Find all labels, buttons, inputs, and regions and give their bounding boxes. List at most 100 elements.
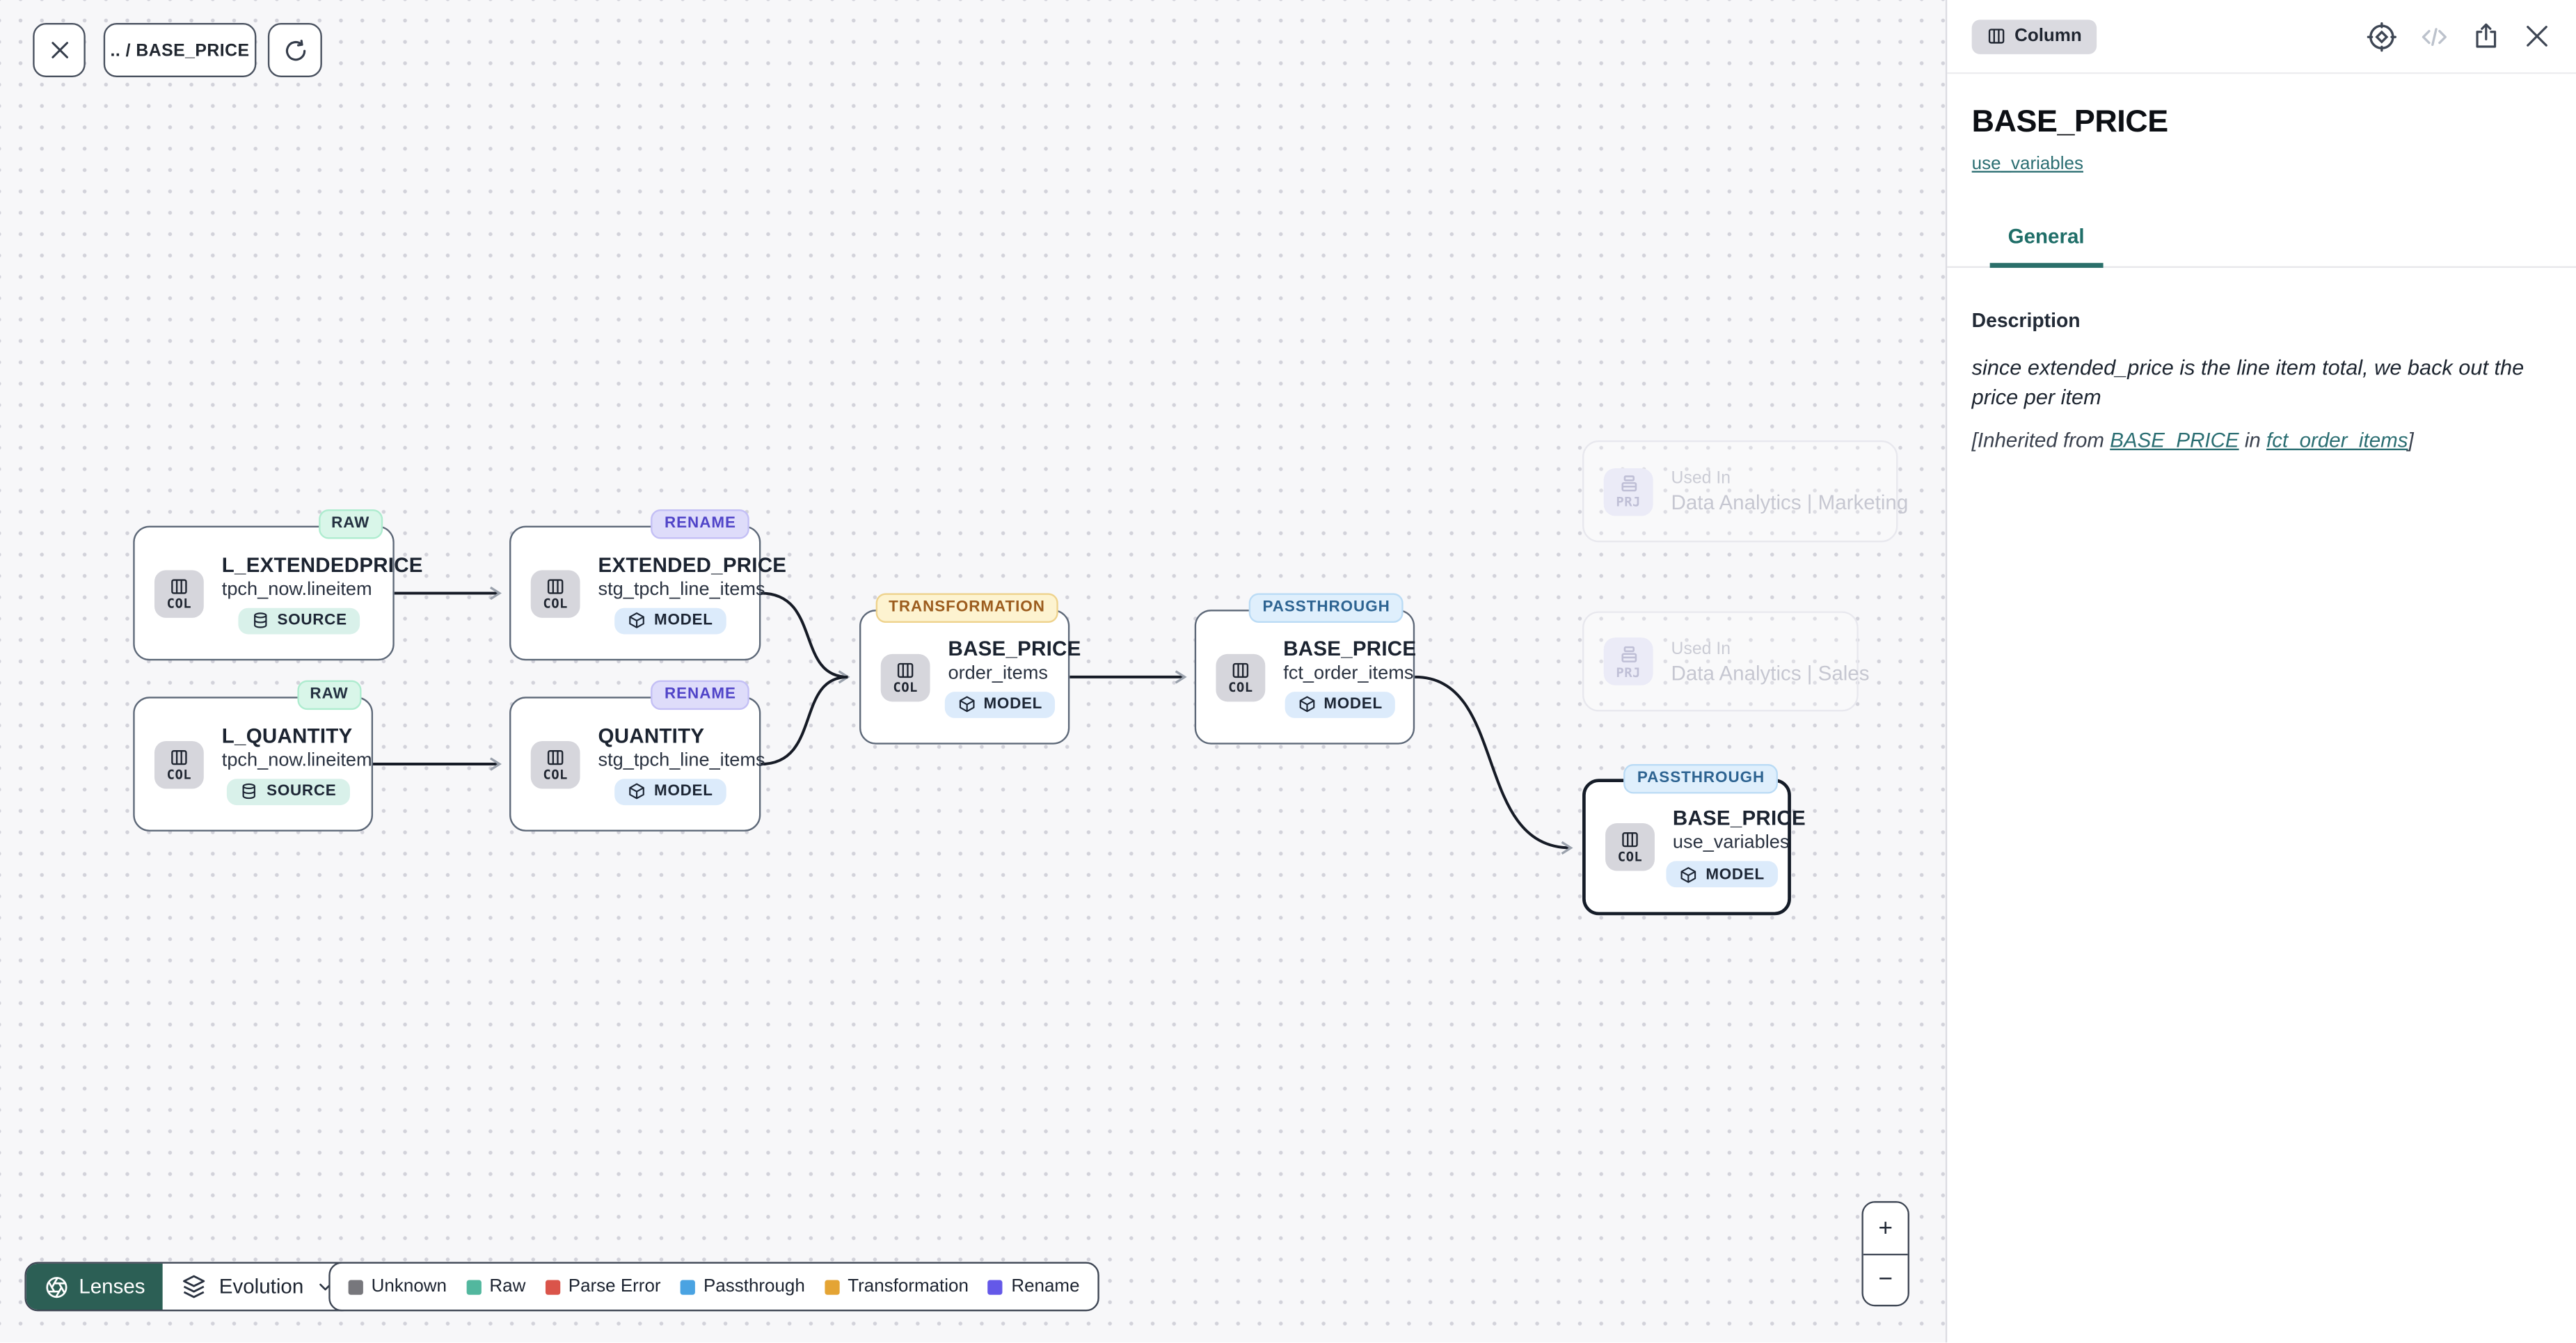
lineage-node[interactable]: TRANSFORMATION COL BASE_PRICE order_item… (859, 593, 1081, 745)
project-kind-badge: PRJ (1603, 467, 1653, 516)
column-title: BASE_PRICE (1971, 105, 2169, 140)
legend-item: Unknown (348, 1277, 447, 1296)
edge-type-tag: RENAME (651, 509, 749, 539)
description-label: Description (1971, 308, 2081, 333)
inherited-column-link[interactable]: BASE_PRICE (2110, 429, 2239, 452)
cube-icon (629, 783, 645, 800)
inherited-model-link[interactable]: fct_order_items (2266, 429, 2408, 452)
compass-icon (2367, 21, 2396, 51)
lineage-node[interactable]: RAW COL L_EXTENDEDPRICE tpch_now.lineite… (133, 509, 422, 661)
columns-icon (1622, 832, 1638, 848)
lineage-edge (761, 675, 848, 766)
used-in-label: Used In (1671, 638, 1731, 658)
legend-item: Parse Error (545, 1277, 661, 1296)
project-kind-badge: PRJ (1603, 637, 1653, 685)
columns-icon (171, 578, 187, 594)
model-link[interactable]: use_variables (1971, 154, 2083, 175)
lineage-edge (1415, 675, 1571, 848)
node-subtitle: fct_order_items (1283, 662, 1414, 683)
close-icon (51, 42, 67, 58)
inherited-prefix: [Inherited from (1971, 429, 2110, 452)
used-in-node[interactable]: PRJ Used In Data Analytics | Sales (1582, 611, 1869, 712)
cube-icon (629, 612, 645, 628)
zoom-out-button[interactable]: − (1863, 1254, 1908, 1305)
node-kind-pill: MODEL (944, 690, 1056, 717)
inherited-note: [Inherited from BASE_PRICE in fct_order_… (1972, 429, 2552, 452)
legend-swatch (825, 1279, 840, 1294)
node-title: EXTENDED_PRICE (598, 553, 787, 576)
view-code-button[interactable] (2419, 21, 2450, 52)
zoom-controls: + − (1861, 1201, 1909, 1307)
refresh-button[interactable] (267, 23, 322, 77)
node-kind-pill: SOURCE (227, 778, 350, 804)
stack-icon (1621, 645, 1637, 662)
legend-label: Passthrough (703, 1276, 805, 1297)
node-title: L_QUANTITY (221, 724, 353, 747)
tab-general[interactable]: General (1989, 225, 2103, 268)
node-title: BASE_PRICE (1672, 806, 1806, 830)
breadcrumb-label: .. / BASE_PRICE (110, 40, 250, 61)
lineage-node[interactable]: RENAME COL QUANTITY stg_tpch_line_items … (509, 680, 765, 832)
node-kind-pill: MODEL (1284, 690, 1396, 717)
cube-icon (1298, 696, 1314, 713)
lenses-button[interactable]: Lenses (26, 1263, 164, 1310)
column-kind-badge: COL (880, 653, 930, 701)
legend-item: Rename (988, 1276, 1080, 1297)
node-title: BASE_PRICE (1283, 637, 1417, 660)
description-text: since extended_price is the line item to… (1971, 355, 2525, 408)
edge-type-tag: RENAME (651, 680, 749, 709)
close-panel-button[interactable] (2522, 22, 2552, 51)
lens-select[interactable]: Evolution (163, 1263, 353, 1310)
edge-type-legend: Unknown Raw Parse Error Passthrough Tran… (328, 1262, 1099, 1312)
legend-swatch (988, 1279, 1003, 1294)
column-kind-badge: COL (154, 569, 204, 617)
database-icon (253, 612, 267, 628)
refresh-icon (285, 38, 305, 61)
column-kind-badge: COL (530, 569, 580, 617)
lineage-node[interactable]: PASSTHROUGH COL BASE_PRICE fct_order_ite… (1194, 593, 1417, 745)
used-in-node[interactable]: PRJ Used In Data Analytics | Marketing (1582, 440, 1908, 543)
node-subtitle: order_items (948, 662, 1048, 683)
legend-label: Rename (1011, 1276, 1080, 1297)
share-icon (2476, 23, 2497, 48)
cube-icon (958, 696, 974, 713)
node-kind-pill: MODEL (614, 607, 726, 634)
node-kind-pill: MODEL (1666, 861, 1778, 888)
lineage-edge (761, 591, 848, 676)
node-kind-pill: SOURCE (237, 607, 360, 634)
explore-button[interactable] (2366, 21, 2397, 52)
columns-icon (547, 578, 564, 594)
lineage-node[interactable]: RENAME COL EXTENDED_PRICE stg_tpch_line_… (509, 509, 786, 661)
used-in-label: Used In (1671, 468, 1731, 488)
breadcrumb[interactable]: .. / BASE_PRICE (103, 23, 257, 77)
details-panel-body: BASE_PRICE use_variables General Descrip… (1947, 105, 2576, 452)
stack-icon (1621, 475, 1637, 492)
columns-icon (547, 749, 564, 765)
legend-swatch (680, 1279, 696, 1294)
column-kind-badge: COL (1605, 823, 1655, 871)
lineage-canvas[interactable]: .. / BASE_PRICE Lenses (0, 0, 1946, 1343)
legend-swatch (545, 1279, 560, 1294)
layers-icon (183, 1275, 205, 1298)
legend-label: Raw (489, 1276, 526, 1297)
database-icon (243, 783, 256, 800)
details-panel-header: Column (1947, 0, 2576, 74)
edge-type-tag: TRANSFORMATION (875, 593, 1058, 622)
edge-type-tag: RAW (296, 680, 362, 709)
entity-type-label: Column (2014, 26, 2082, 47)
used-in-title: Data Analytics | Sales (1671, 661, 1870, 685)
zoom-in-button[interactable]: + (1863, 1202, 1908, 1255)
legend-item: Raw (466, 1277, 525, 1296)
node-subtitle: tpch_now.lineitem (221, 749, 372, 770)
legend-swatch (348, 1279, 363, 1294)
code-icon (2422, 27, 2447, 45)
close-lineage-button[interactable] (33, 23, 86, 77)
lineage-node[interactable]: PASSTHROUGH COL BASE_PRICE use_variables… (1582, 764, 1806, 916)
lens-control: Lenses Evolution (24, 1262, 355, 1312)
lineage-node[interactable]: RAW COL L_QUANTITY tpch_now.lineitem SOU… (133, 680, 374, 832)
share-button[interactable] (2472, 22, 2502, 51)
details-panel: Column (1945, 0, 2576, 1343)
used-in-title: Data Analytics | Marketing (1671, 491, 1909, 515)
chevron-down-icon (319, 1283, 331, 1291)
